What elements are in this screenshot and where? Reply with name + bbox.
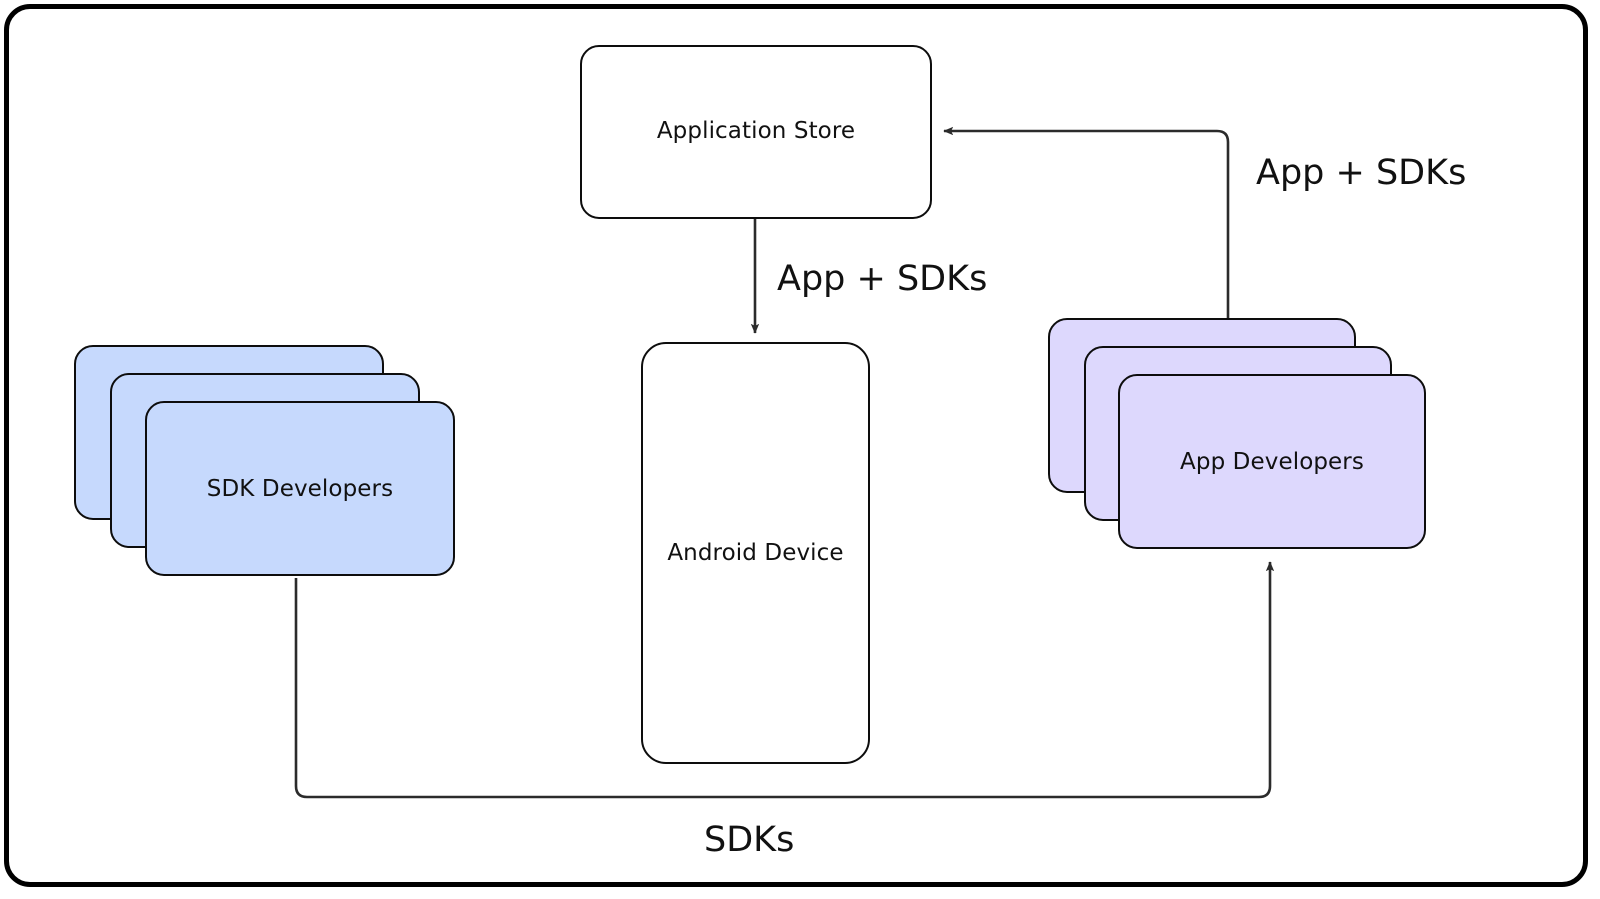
node-label-application-store: Application Store	[656, 118, 856, 144]
edge-label-appdev-to-store: App + SDKs	[1256, 153, 1467, 193]
node-sdk-developers[interactable]: SDK Developers	[74, 345, 455, 577]
node-application-store[interactable]: Application Store	[580, 45, 932, 219]
app-developers-card-front[interactable]: App Developers	[1118, 374, 1426, 549]
node-label-sdk-developers: SDK Developers	[206, 475, 394, 502]
sdk-developers-card-front[interactable]: SDK Developers	[145, 401, 455, 576]
node-label-android-device: Android Device	[667, 540, 844, 566]
node-label-app-developers: App Developers	[1180, 448, 1364, 475]
node-android-device[interactable]: Android Device	[641, 342, 870, 764]
edge-label-store-to-device: App + SDKs	[777, 259, 988, 299]
node-app-developers[interactable]: App Developers	[1048, 318, 1426, 550]
edge-label-sdkdev-to-appdev: SDKs	[704, 820, 795, 860]
